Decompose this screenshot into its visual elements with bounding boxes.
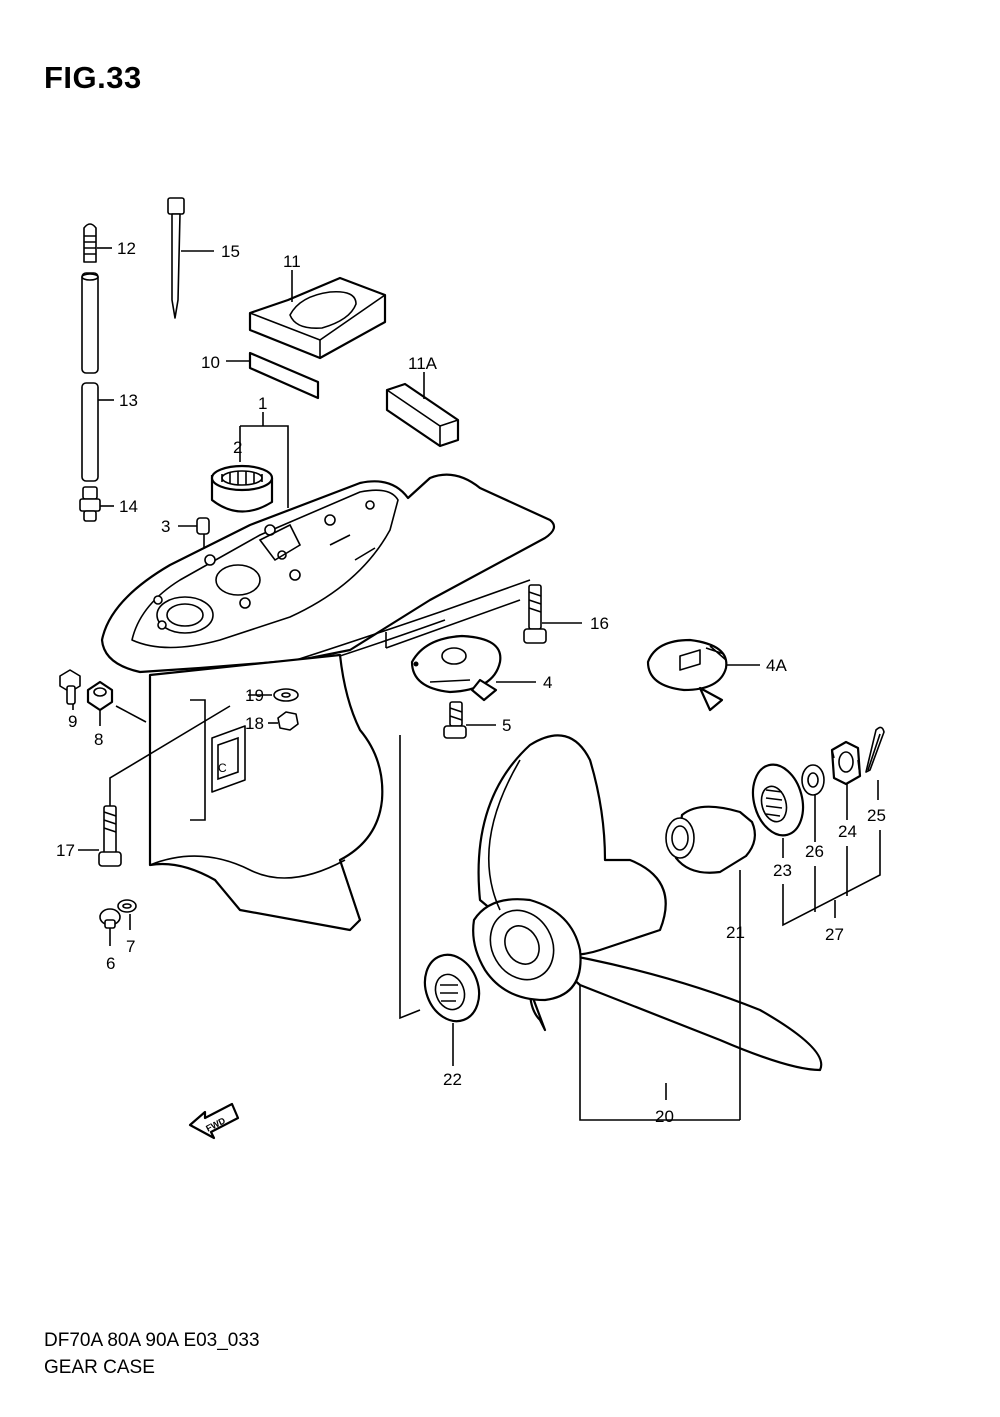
- part-4A-trim-tab: [646, 638, 760, 712]
- part-26-washer: [801, 764, 825, 842]
- part-8-spacer: [86, 680, 147, 726]
- label-15: 15: [221, 242, 240, 261]
- label-6: 6: [106, 954, 115, 973]
- label-11: 11: [283, 252, 301, 271]
- model-code: DF70A 80A 90A E03_033: [44, 1330, 260, 1351]
- label-12: 12: [117, 239, 136, 258]
- part-7-gasket: [117, 899, 137, 930]
- label-26: 26: [805, 842, 824, 861]
- label-7: 7: [126, 937, 135, 956]
- label-19: 19: [245, 686, 264, 705]
- label-18: 18: [245, 714, 264, 733]
- label-2: 2: [233, 438, 242, 457]
- gear-case-body: C: [100, 473, 556, 932]
- part-25-cotter-pin: [865, 726, 885, 800]
- part-16-bolt: [523, 584, 582, 644]
- part-15-cable-tie: [167, 197, 214, 319]
- part-2-bearing: [210, 464, 274, 513]
- leader-27: [782, 830, 881, 927]
- part-23-thrust-washer: [751, 763, 805, 858]
- part-14-fitting: [79, 486, 114, 522]
- part-13-water-tube: [81, 272, 114, 482]
- part-10-plate: [226, 351, 320, 400]
- label-13: 13: [119, 391, 138, 410]
- label-17: 17: [56, 841, 75, 860]
- label-24: 24: [838, 822, 857, 841]
- figure-title: FIG.33: [44, 60, 142, 95]
- part-11A-block: [385, 372, 460, 448]
- label-23: 23: [773, 861, 792, 880]
- label-8: 8: [94, 730, 103, 749]
- part-11-pad: [248, 270, 387, 360]
- part-21-spacer: [665, 805, 757, 874]
- part-6-drain-screw: [99, 908, 121, 946]
- part-20-propeller: [472, 734, 823, 1072]
- part-5-bolt: [443, 701, 496, 739]
- label-1: 1: [258, 394, 267, 413]
- label-3: 3: [161, 517, 170, 536]
- label-25: 25: [867, 806, 886, 825]
- label-9: 9: [68, 712, 77, 731]
- label-21: 21: [726, 923, 745, 942]
- fwd-arrow-icon: FWD: [188, 1102, 240, 1140]
- label-4: 4: [543, 673, 552, 692]
- label-22: 22: [443, 1070, 462, 1089]
- label-4A: 4A: [766, 656, 787, 675]
- label-27: 27: [825, 925, 844, 944]
- label-5: 5: [502, 716, 511, 735]
- label-14: 14: [119, 497, 138, 516]
- part-22-bushing: [423, 953, 481, 1066]
- part-17-bolt: [78, 705, 231, 867]
- label-20: 20: [655, 1107, 674, 1126]
- part-9-bolt: [59, 669, 81, 710]
- leader-1: [239, 412, 289, 508]
- figure-caption: GEAR CASE: [44, 1357, 155, 1378]
- part-12-nipple: [83, 223, 112, 263]
- label-11A: 11A: [408, 354, 438, 373]
- label-16: 16: [590, 614, 609, 633]
- anode-mark: C: [218, 761, 227, 775]
- part-24-nut: [830, 740, 862, 820]
- part-4-trim-tab: [410, 634, 536, 702]
- label-10: 10: [201, 353, 220, 372]
- part-18-nut: [268, 711, 299, 731]
- part-19-washer: [248, 688, 299, 702]
